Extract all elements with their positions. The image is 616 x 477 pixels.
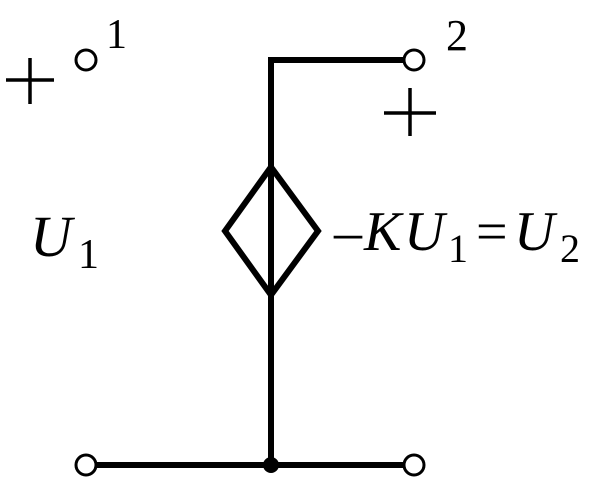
terminal-2 (402, 48, 426, 72)
expr-equals: = (476, 201, 508, 263)
expr-sub2: 2 (560, 226, 580, 271)
input-voltage-subscript: 1 (78, 232, 99, 278)
terminal-1-label: 1 (106, 12, 127, 58)
terminal-1 (74, 48, 98, 72)
expr-var1: U (404, 201, 448, 263)
expr-prefix: – (333, 201, 363, 263)
input-plus-sign (6, 58, 54, 104)
source-expression: – K U 1 = U 2 (333, 201, 580, 271)
output-plus-sign (384, 88, 436, 136)
junction-node (263, 457, 279, 473)
expr-gain: K (363, 201, 404, 263)
dependent-source-diamond (221, 161, 322, 301)
terminal-2-label: 2 (446, 11, 468, 60)
terminal-1-return (74, 453, 98, 477)
expr-sub1: 1 (448, 226, 468, 271)
expr-var2: U (514, 201, 558, 263)
terminal-2-return (402, 453, 426, 477)
input-voltage-symbol: U (30, 204, 76, 269)
top-wire (268, 57, 409, 167)
input-voltage-label: U 1 (30, 204, 99, 278)
